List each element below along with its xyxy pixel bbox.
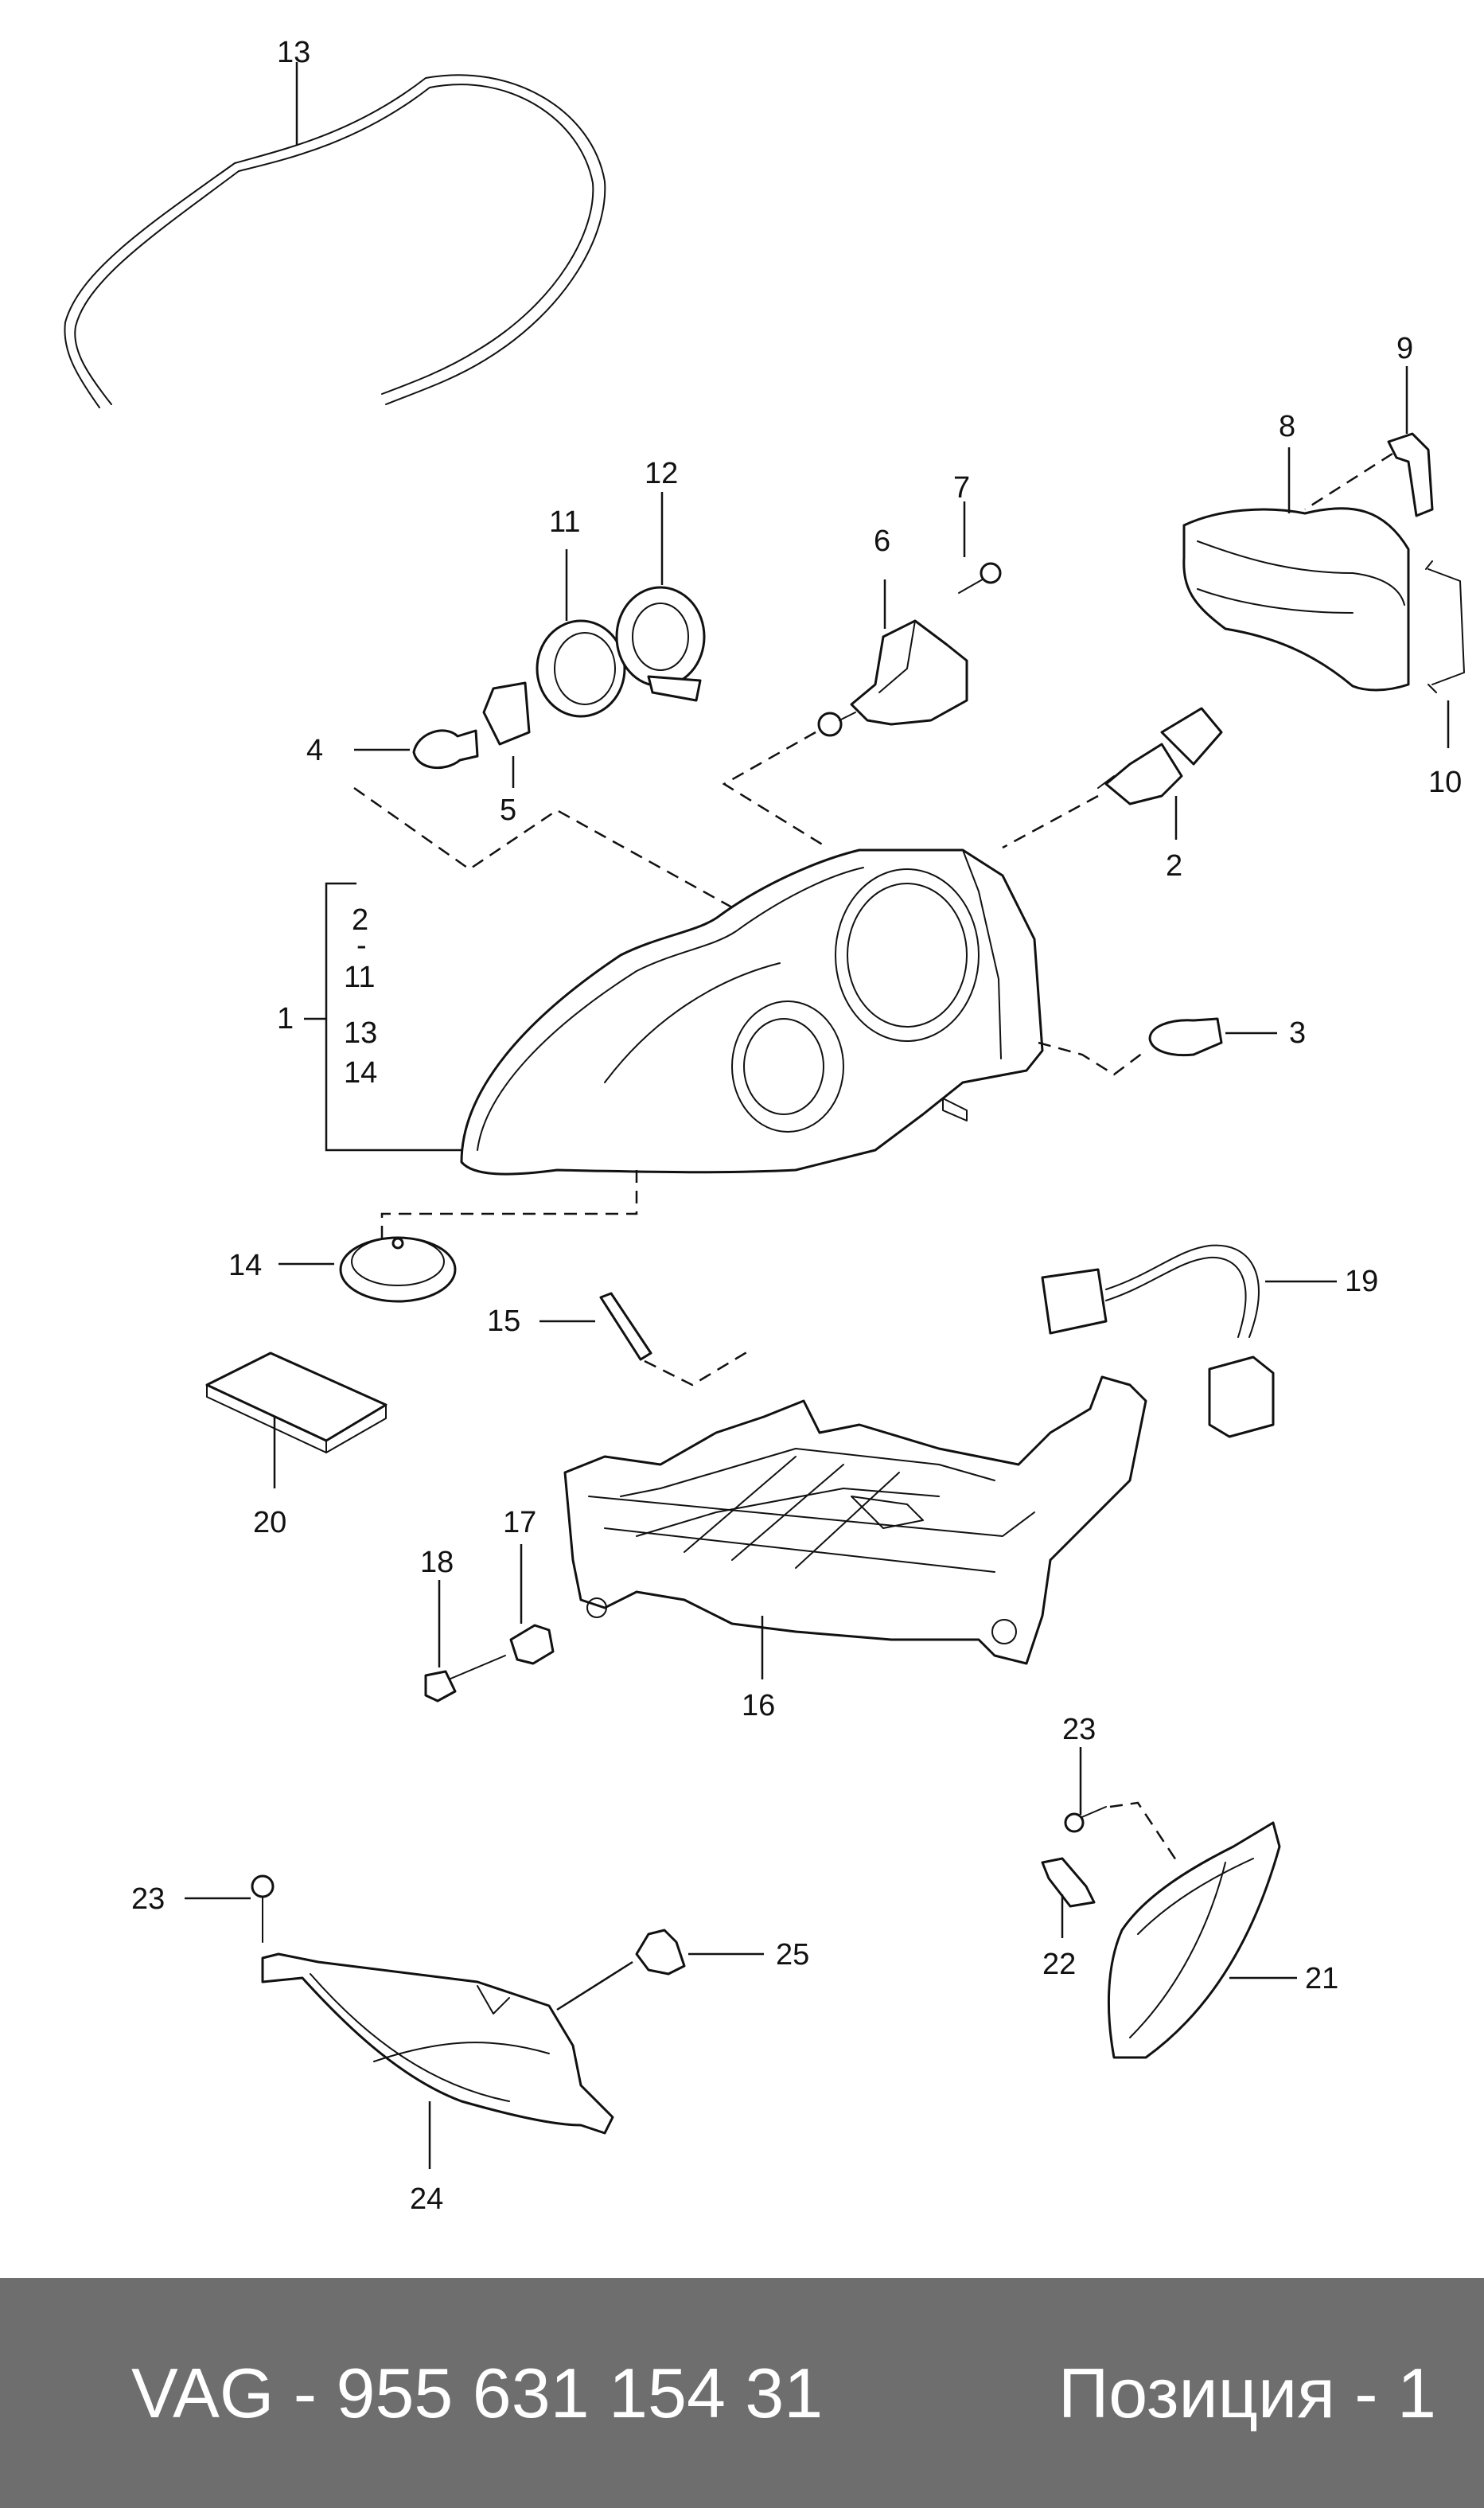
callout-12: 12 (645, 457, 678, 490)
callout-22: 22 (1042, 1948, 1076, 1981)
levelling-motor (817, 619, 968, 737)
callout-2: 2 (1166, 849, 1182, 883)
main-bulb (1097, 707, 1223, 805)
callout-1: 1 (277, 1002, 294, 1036)
headlamp-carrier-bracket (563, 1375, 1147, 1665)
group-1-member-2: 2 (352, 903, 368, 937)
callout-10: 10 (1428, 766, 1462, 799)
callout-9: 9 (1396, 332, 1413, 365)
mounting-bolt (424, 1655, 506, 1703)
callout-4: 4 (306, 734, 323, 767)
callout-3: 3 (1289, 1016, 1306, 1050)
callout-24: 24 (410, 2182, 443, 2216)
part-number: VAG - 955 631 154 31 (131, 2353, 824, 2432)
rubber-grommet (509, 1624, 555, 1665)
adjuster-screw (958, 562, 1002, 594)
callout-16: 16 (742, 1689, 775, 1722)
side-lamp-bulb (1041, 1857, 1096, 1908)
callout-6: 6 (874, 525, 890, 558)
bulb-socket-ring (536, 619, 626, 718)
seal-strip (64, 74, 606, 408)
position-label: Позиция - 1 (1057, 2353, 1436, 2432)
callout-17: 17 (503, 1506, 536, 1539)
callout-13: 13 (277, 36, 310, 69)
hose (1387, 432, 1434, 517)
group-1-member-14: 14 (344, 1056, 377, 1090)
group-1-member-dash: - (356, 929, 367, 962)
spring-clip (599, 1292, 652, 1361)
callout-11: 11 (549, 505, 580, 539)
callout-19: 19 (1345, 1265, 1378, 1298)
callout-23-left: 23 (131, 1882, 165, 1916)
round-cover-cap (339, 1236, 457, 1303)
callout-5: 5 (500, 794, 516, 827)
lamp-module (1182, 507, 1410, 692)
callout-7: 7 (953, 471, 970, 505)
callout-14: 14 (228, 1249, 262, 1282)
callout-20: 20 (253, 1506, 286, 1539)
fog-lamp-bulb (635, 1929, 686, 1976)
callout-15: 15 (487, 1305, 520, 1338)
screw-left (251, 1874, 275, 1943)
part-number-footer: VAG - 955 631 154 31 Позиция - 1 (0, 2278, 1484, 2508)
group-1-member-11: 11 (344, 961, 375, 994)
cap-cover (615, 586, 706, 702)
retaining-clip (1425, 560, 1465, 693)
group-1-member-13: 13 (344, 1016, 377, 1050)
label-sticker (205, 1352, 388, 1453)
small-bulb (412, 729, 479, 770)
side-marker-bulb (1148, 1017, 1223, 1057)
callout-25: 25 (776, 1938, 809, 1972)
screw-right (1064, 1806, 1107, 1833)
wiring-harness (1041, 1244, 1275, 1438)
callout-8: 8 (1279, 410, 1295, 443)
bulb-holder (482, 681, 531, 746)
callout-21: 21 (1305, 1962, 1338, 1995)
headlamp-assembly (460, 848, 1044, 1176)
fog-lamp (261, 1952, 614, 2135)
callout-23-right: 23 (1062, 1713, 1096, 1746)
side-indicator-lamp (1107, 1821, 1281, 2059)
callout-18: 18 (420, 1546, 454, 1579)
parts-diagram: 13 8 9 10 7 6 11 12 (64, 36, 1465, 2216)
